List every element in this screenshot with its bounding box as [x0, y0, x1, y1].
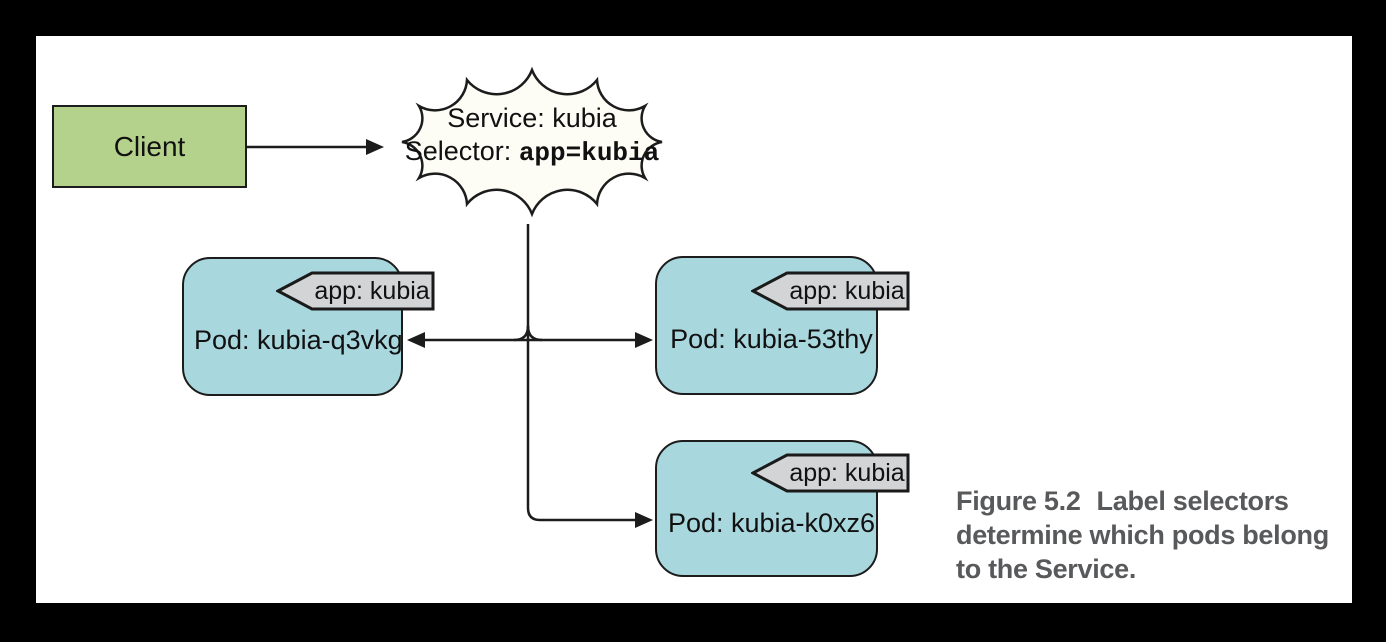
- arrow-service-to-pod1-pod2: [407, 325, 653, 348]
- label-tag-pod3: app: kubia: [751, 452, 911, 494]
- tag-text: app: kubia: [789, 276, 905, 305]
- arrow-service-to-pod3: [526, 224, 653, 528]
- tag-arrow-shape: [751, 453, 910, 493]
- pod-label: Pod: kubia-q3vkg: [194, 325, 403, 355]
- arrow-client-to-service: [247, 139, 384, 155]
- tag-arrow-shape: [751, 271, 910, 311]
- connector-lines: [247, 66, 663, 528]
- label-tag-pod2: app: kubia: [751, 270, 911, 312]
- figure-canvas: Client Service: kubia Selector: app=kubi…: [36, 36, 1352, 603]
- label-tag-pod1: app: kubia: [276, 270, 436, 312]
- selector-value: app=kubia: [518, 138, 660, 168]
- figure-caption-text: Label selectors determine which pods bel…: [956, 486, 1329, 584]
- pod-label: Pod: kubia-k0xz6: [667, 508, 876, 538]
- client-label: Client: [113, 130, 186, 162]
- client-node: Client: [52, 105, 247, 188]
- tag-arrow-shape: [276, 271, 435, 311]
- service-name: Service: kubia: [447, 103, 617, 133]
- service-selector: Selector: app=kubia: [404, 136, 660, 168]
- service-cloud-text: Service: kubia Selector: app=kubia: [382, 102, 682, 170]
- tag-text: app: kubia: [314, 276, 430, 305]
- service-cloud-shape: [401, 66, 663, 218]
- pod-label: Pod: kubia-53thy: [670, 324, 873, 354]
- tag-text: app: kubia: [789, 458, 905, 487]
- figure-number: Figure 5.2: [956, 486, 1081, 516]
